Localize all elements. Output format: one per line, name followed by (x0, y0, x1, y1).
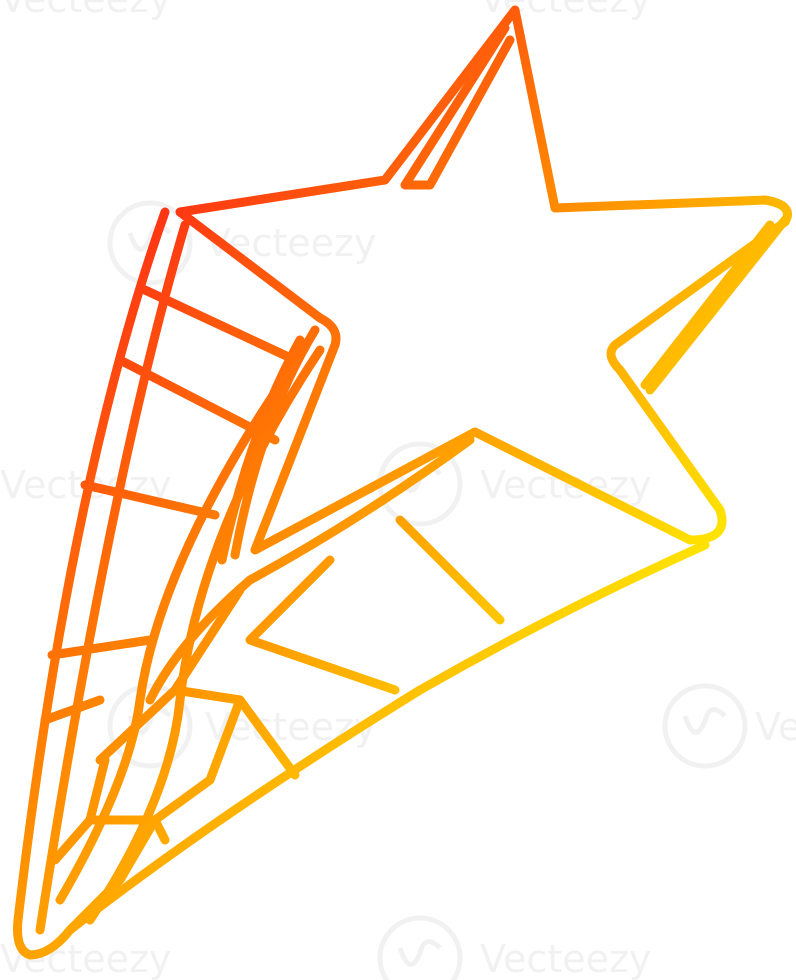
tail-mesh-line (245, 555, 400, 695)
tail-rib (115, 355, 280, 445)
tail-mesh-line (235, 695, 300, 780)
tail-mesh-line (50, 755, 110, 865)
star-inner-edge-top (400, 23, 515, 190)
watermark-text: Vecteezy (480, 463, 651, 507)
tail-rib (40, 695, 105, 725)
star-inner-edge-right (640, 215, 790, 395)
tail-rib (80, 480, 220, 520)
watermark-logo (662, 683, 748, 769)
tail-mesh-line (65, 815, 160, 935)
tail-outer-curve (13, 207, 710, 960)
watermark-text: Vecteezy (480, 937, 651, 980)
tail-rib (47, 635, 155, 660)
tail-mesh-line (145, 435, 475, 705)
watermark-text: Vecteezy (205, 221, 376, 265)
watermark-logo (377, 915, 463, 980)
tail-mesh-line (150, 685, 245, 845)
tail-mesh-line (395, 515, 505, 625)
star-outline (175, 5, 792, 555)
watermark-text: Vecteezy (755, 705, 796, 749)
tail-rib (140, 285, 300, 365)
watermark-text: Vecteezy (0, 0, 171, 21)
watermark-text: Vecteezy (480, 0, 651, 21)
watermark-text: Vecteezy (0, 937, 171, 980)
